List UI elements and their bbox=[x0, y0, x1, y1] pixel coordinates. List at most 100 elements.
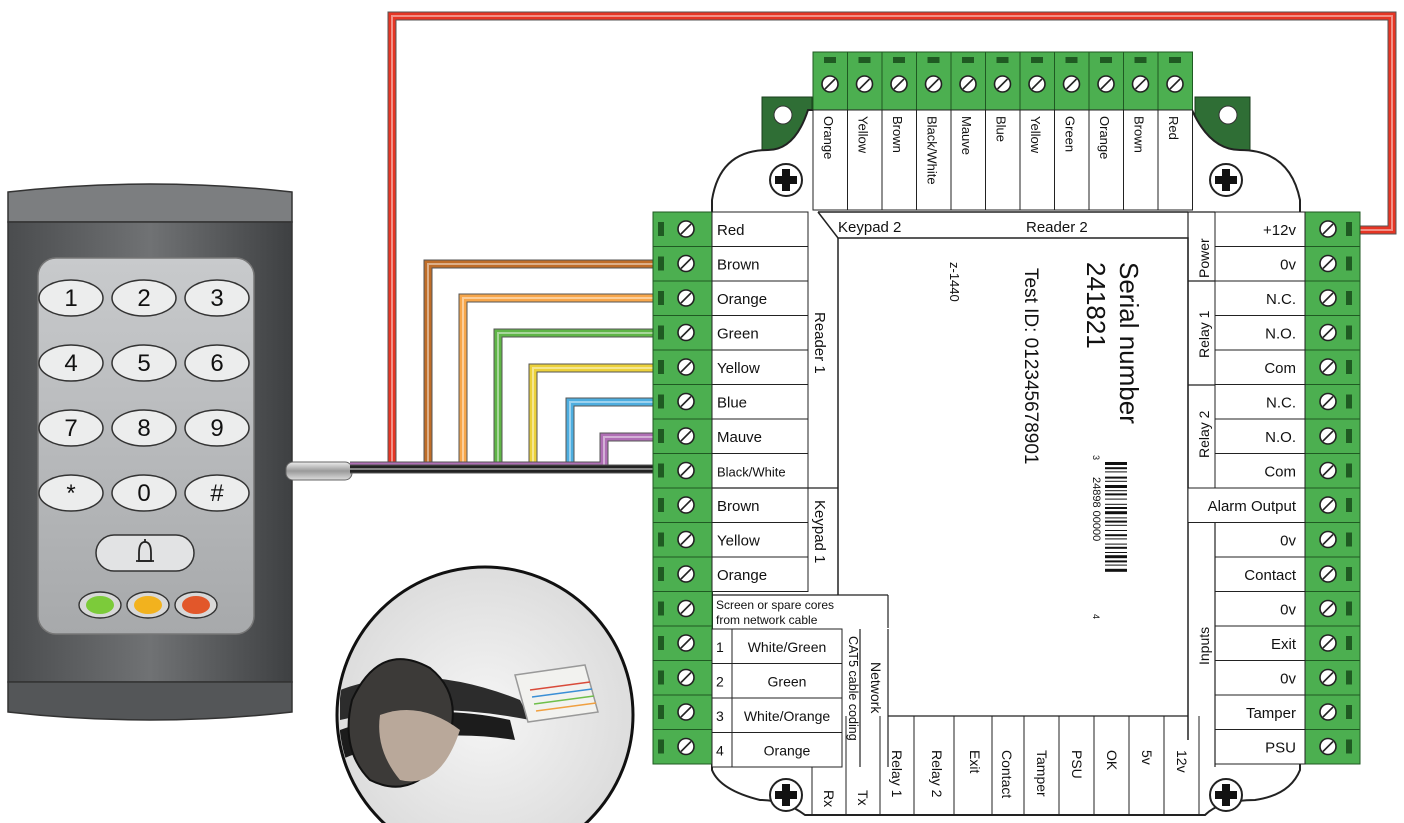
serial-title: Serial number bbox=[1114, 262, 1144, 424]
bottom-label: Exit bbox=[967, 716, 993, 815]
right-terminal[interactable]: Exit bbox=[1214, 625, 1361, 661]
right-terminal[interactable]: Com bbox=[1214, 453, 1361, 489]
right-terminal[interactable]: N.C. bbox=[1214, 384, 1361, 420]
left-terminal[interactable] bbox=[652, 591, 713, 627]
screw-icon bbox=[1319, 323, 1337, 342]
screw-icon bbox=[677, 323, 695, 342]
left-terminal[interactable] bbox=[652, 625, 713, 661]
right-terminal[interactable]: 0v bbox=[1214, 591, 1361, 627]
top-terminal-label: Blue bbox=[994, 116, 1009, 142]
right-terminal[interactable]: Tamper bbox=[1214, 694, 1361, 730]
right-terminal-label: Alarm Output bbox=[1208, 498, 1297, 515]
key-hash[interactable]: # bbox=[184, 474, 250, 512]
bottom-label-text: Relay 1 bbox=[889, 750, 905, 798]
top-terminal[interactable]: Yellow bbox=[1019, 51, 1055, 211]
key-0[interactable]: 0 bbox=[111, 474, 177, 512]
bottom-label-text: Tamper bbox=[1034, 750, 1050, 797]
key-star[interactable]: * bbox=[38, 474, 104, 512]
left-terminal[interactable]: Red bbox=[652, 211, 809, 247]
left-terminal[interactable]: Brown bbox=[652, 246, 809, 282]
top-terminal[interactable]: Blue bbox=[985, 51, 1021, 211]
left-terminal[interactable] bbox=[652, 729, 713, 765]
left-terminal-label: Brown bbox=[717, 498, 760, 515]
right-terminal[interactable]: 0v bbox=[1214, 246, 1361, 282]
left-terminal-label: Green bbox=[717, 326, 759, 343]
screw-icon bbox=[677, 427, 695, 445]
network-row-label: White/Green bbox=[748, 639, 827, 655]
bottom-label-text: PSU bbox=[1069, 750, 1085, 779]
mounting-screw-icon bbox=[769, 163, 803, 197]
left-terminal[interactable]: Yellow bbox=[652, 349, 809, 385]
left-terminal[interactable] bbox=[652, 694, 713, 730]
right-terminal[interactable]: Contact bbox=[1214, 556, 1361, 592]
screw-icon bbox=[1319, 461, 1337, 480]
left-terminal[interactable]: Blue bbox=[652, 384, 809, 420]
key-8[interactable]: 8 bbox=[111, 409, 177, 447]
top-terminal[interactable]: Brown bbox=[881, 51, 917, 211]
top-terminal-label: Orange bbox=[1097, 116, 1112, 159]
top-terminal[interactable]: Orange bbox=[812, 51, 848, 211]
right-terminal[interactable]: 0v bbox=[1214, 522, 1361, 558]
screw-icon bbox=[677, 289, 695, 307]
key-4[interactable]: 4 bbox=[38, 344, 104, 382]
screw-icon bbox=[677, 496, 695, 514]
left-terminal-block: RedBrownOrangeGreenYellowBlueMauveBlack/… bbox=[652, 211, 838, 765]
top-terminal[interactable]: Brown bbox=[1123, 51, 1159, 211]
network-row-label: White/Orange bbox=[744, 708, 831, 724]
left-terminal[interactable] bbox=[652, 660, 713, 696]
right-terminal[interactable]: PSU bbox=[1214, 729, 1361, 765]
network-row-number: 1 bbox=[716, 639, 724, 655]
top-terminal-label: Brown bbox=[1132, 116, 1147, 153]
network-row-number: 2 bbox=[716, 674, 724, 690]
status-leds bbox=[78, 591, 218, 619]
key-9[interactable]: 9 bbox=[184, 409, 250, 447]
key-label: 9 bbox=[210, 415, 223, 442]
key-3[interactable]: 3 bbox=[184, 279, 250, 317]
top-group-label-reader-2: Reader 2 bbox=[1026, 219, 1088, 236]
right-terminal-label: PSU bbox=[1265, 740, 1296, 757]
left-terminal-label: Red bbox=[717, 222, 745, 239]
right-terminal[interactable]: N.O. bbox=[1214, 315, 1361, 351]
screw-icon bbox=[677, 703, 695, 721]
right-group-label-power: Power bbox=[1196, 238, 1212, 278]
screw-icon bbox=[1319, 496, 1337, 514]
bell-button[interactable] bbox=[95, 534, 195, 572]
right-terminal[interactable]: Alarm Output bbox=[1187, 487, 1361, 523]
top-terminal[interactable]: Mauve bbox=[950, 51, 986, 211]
key-7[interactable]: 7 bbox=[38, 409, 104, 447]
screw-icon bbox=[1319, 289, 1337, 307]
top-terminal[interactable]: Orange bbox=[1088, 51, 1124, 211]
key-label: 5 bbox=[137, 350, 150, 377]
screw-icon bbox=[1319, 668, 1337, 687]
left-terminal[interactable]: Orange bbox=[652, 556, 809, 592]
left-terminal[interactable]: Green bbox=[652, 315, 809, 351]
left-terminal[interactable]: Mauve bbox=[652, 418, 809, 454]
left-terminal-label: Orange bbox=[717, 291, 767, 308]
bottom-label: Tx bbox=[855, 716, 881, 815]
key-label: 6 bbox=[210, 350, 223, 377]
right-terminal[interactable]: +12v bbox=[1214, 211, 1361, 247]
top-terminal[interactable]: Green bbox=[1054, 51, 1090, 211]
top-terminal[interactable]: Black/White bbox=[916, 51, 952, 211]
key-6[interactable]: 6 bbox=[184, 344, 250, 382]
key-5[interactable]: 5 bbox=[111, 344, 177, 382]
right-terminal[interactable]: Com bbox=[1214, 349, 1361, 385]
left-terminal[interactable]: Yellow bbox=[652, 522, 809, 558]
right-terminal[interactable]: N.C. bbox=[1214, 280, 1361, 316]
top-terminal[interactable]: Yellow bbox=[847, 51, 883, 211]
right-terminal[interactable]: N.O. bbox=[1214, 418, 1361, 454]
left-terminal[interactable]: Black/White bbox=[652, 453, 809, 489]
right-terminal[interactable]: 0v bbox=[1214, 660, 1361, 696]
key-1[interactable]: 1 bbox=[38, 279, 104, 317]
left-terminal[interactable]: Orange bbox=[652, 280, 809, 316]
top-group-label-keypad-2: Keypad 2 bbox=[838, 219, 901, 236]
top-terminal[interactable]: Red bbox=[1157, 51, 1193, 211]
led-2 bbox=[126, 591, 170, 619]
screw-icon bbox=[677, 392, 695, 411]
left-terminal[interactable]: Brown bbox=[652, 487, 809, 523]
key-2[interactable]: 2 bbox=[111, 279, 177, 317]
